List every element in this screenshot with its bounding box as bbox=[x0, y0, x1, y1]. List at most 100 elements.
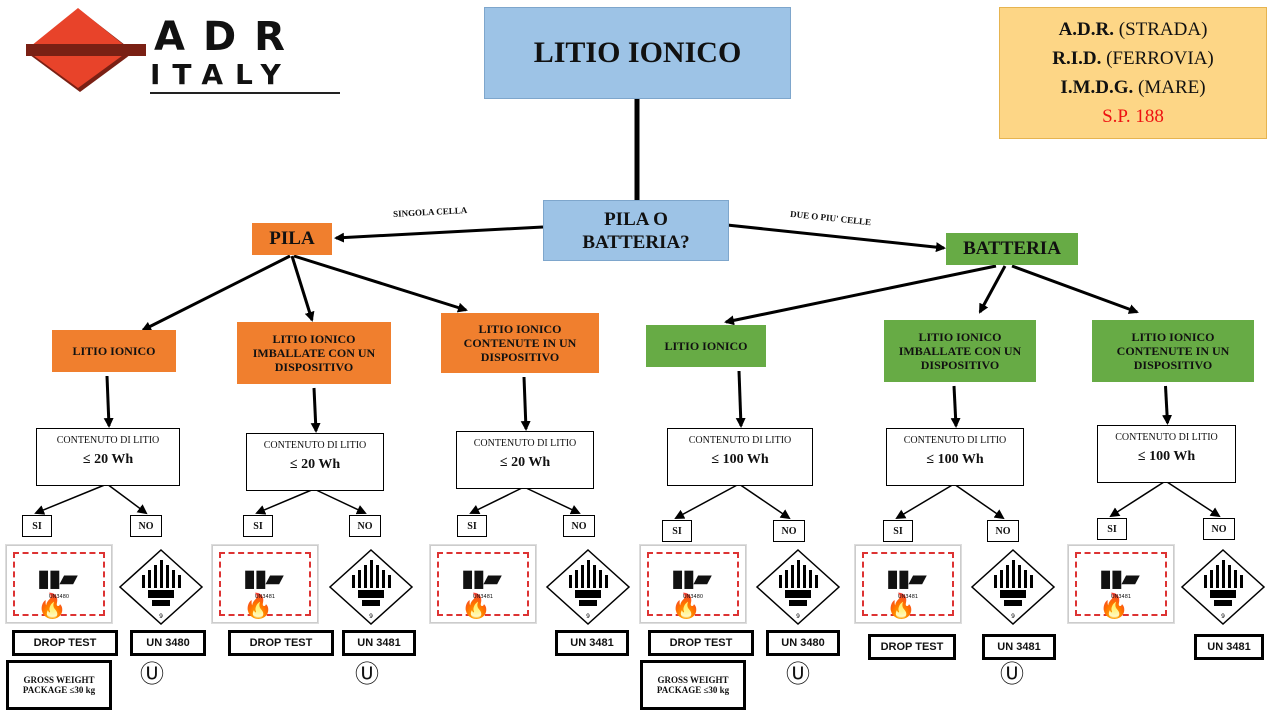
lithium-battery-mark-icon-6: ▮▮▰🔥UN3481 bbox=[1068, 545, 1174, 623]
wh-limit: ≤ 100 Wh bbox=[926, 452, 984, 467]
question-box: PILA O BATTERIA? bbox=[543, 200, 729, 261]
battery-fire-icon: ▮▮▰🔥 bbox=[461, 564, 502, 620]
cross-symbol-icon-4: Ⓤ bbox=[786, 660, 810, 688]
mark-border: ▮▮▰🔥UN3481 bbox=[862, 552, 954, 620]
svg-text:9: 9 bbox=[586, 613, 590, 620]
pila-arrow-2 bbox=[290, 255, 315, 322]
pila-box: PILA bbox=[252, 223, 332, 255]
to-si-arrow-1 bbox=[34, 483, 108, 515]
battery-fire-icon: ▮▮▰🔥 bbox=[671, 564, 712, 620]
lithium-battery-mark-icon-2: ▮▮▰🔥UN3481 bbox=[212, 545, 318, 623]
logo-underline bbox=[150, 92, 340, 94]
battery-fire-icon: ▮▮▰🔥 bbox=[886, 564, 927, 620]
page-title: LITIO IONICO bbox=[484, 7, 791, 99]
content-label: CONTENUTO DI LITIO bbox=[1115, 432, 1218, 443]
category-box-3: LITIO IONICO CONTENUTE IN UN DISPOSITIVO bbox=[441, 313, 599, 373]
lithium-content-box-5: CONTENUTO DI LITIO≤ 100 Wh bbox=[886, 428, 1024, 486]
yes-box-2: SI bbox=[243, 515, 273, 537]
wh-limit: ≤ 20 Wh bbox=[82, 452, 134, 467]
transport-modes-box: A.D.R. (STRADA) R.I.D. (FERROVIA) I.M.D.… bbox=[999, 7, 1267, 139]
cross-symbol-icon-1: Ⓤ bbox=[140, 660, 164, 688]
yes-box-1: SI bbox=[22, 515, 52, 537]
to-no-arrow-2 bbox=[313, 488, 367, 515]
mode-rail: R.I.D. (FERROVIA) bbox=[1052, 48, 1214, 69]
mark-border: ▮▮▰🔥UN3480 bbox=[647, 552, 739, 620]
to-si-arrow-6 bbox=[1109, 480, 1166, 518]
svg-text:9: 9 bbox=[1221, 613, 1225, 620]
question-to-batteria-arrow bbox=[726, 223, 946, 253]
lithium-content-box-4: CONTENUTO DI LITIO≤ 100 Wh bbox=[667, 428, 813, 486]
drop-test-tag-2: DROP TEST bbox=[228, 630, 334, 656]
content-label: CONTENUTO DI LITIO bbox=[56, 435, 160, 446]
category-box-1: LITIO IONICO bbox=[52, 330, 176, 372]
class-9-hazard-label-icon: 9 bbox=[970, 548, 1056, 626]
pila-arrow-3 bbox=[293, 254, 468, 313]
svg-text:9: 9 bbox=[796, 613, 800, 620]
no-box-2: NO bbox=[349, 515, 381, 537]
logo-sub-text: ITALY bbox=[150, 58, 293, 91]
adr-italy-logo: ADR ITALY bbox=[22, 8, 340, 94]
question-line-2: BATTERIA? bbox=[582, 231, 690, 253]
svg-text:9: 9 bbox=[369, 613, 373, 620]
mark-border: ▮▮▰🔥UN3480 bbox=[13, 552, 105, 620]
mark-un-code: UN3481 bbox=[897, 594, 919, 600]
yes-box-4: SI bbox=[662, 520, 692, 542]
mark-un-code: UN3481 bbox=[472, 594, 494, 600]
special-provision: S.P. 188 bbox=[1102, 106, 1164, 127]
to-no-arrow-1 bbox=[106, 483, 148, 515]
lithium-battery-mark-icon-3: ▮▮▰🔥UN3481 bbox=[430, 545, 536, 623]
mark-border: ▮▮▰🔥UN3481 bbox=[437, 552, 529, 620]
lithium-battery-mark-icon-4: ▮▮▰🔥UN3480 bbox=[640, 545, 746, 623]
lithium-battery-mark-icon-1: ▮▮▰🔥UN3480 bbox=[6, 545, 112, 623]
drop-test-tag-5: DROP TEST bbox=[868, 634, 956, 660]
svg-text:9: 9 bbox=[159, 613, 163, 620]
no-box-3: NO bbox=[563, 515, 595, 537]
lithium-battery-mark-icon-5: ▮▮▰🔥UN3481 bbox=[855, 545, 961, 623]
mark-un-code: UN3481 bbox=[1110, 594, 1132, 600]
to-si-arrow-2 bbox=[255, 488, 315, 515]
class-9-hazard-label-icon: 9 bbox=[545, 548, 631, 626]
lithium-content-box-3: CONTENUTO DI LITIO ≤ 20 Wh bbox=[456, 431, 594, 489]
mode-sea: I.M.D.G. (MARE) bbox=[1060, 77, 1206, 98]
question-to-pila-arrow bbox=[334, 225, 544, 243]
logo-main-text: ADR bbox=[154, 14, 303, 60]
class-9-hazard-label-icon: 9 bbox=[1180, 548, 1266, 626]
drop-test-tag-1: DROP TEST bbox=[12, 630, 118, 656]
yes-box-6: SI bbox=[1097, 518, 1127, 540]
content-label: CONTENUTO DI LITIO bbox=[473, 438, 577, 449]
un-number-tag-6: UN 3481 bbox=[1194, 634, 1264, 660]
gross-weight-tag-1: GROSS WEIGHT PACKAGE ≤30 kg bbox=[6, 660, 112, 710]
category-to-content-arrow-6 bbox=[1162, 385, 1173, 425]
mark-border: ▮▮▰🔥UN3481 bbox=[219, 552, 311, 620]
battery-fire-icon: ▮▮▰🔥 bbox=[37, 564, 78, 620]
category-to-content-arrow-5 bbox=[950, 385, 961, 428]
gross-weight-tag-4: GROSS WEIGHT PACKAGE ≤30 kg bbox=[640, 660, 746, 710]
content-label: CONTENUTO DI LITIO bbox=[688, 435, 792, 446]
category-to-content-arrow-1 bbox=[103, 375, 114, 428]
mark-un-code: UN3481 bbox=[254, 594, 276, 600]
mode-road: A.D.R. (STRADA) bbox=[1058, 19, 1208, 40]
logo-diamond-icon bbox=[26, 8, 146, 92]
no-box-4: NO bbox=[773, 520, 805, 542]
to-si-arrow-4 bbox=[674, 483, 740, 519]
lithium-content-box-2: CONTENUTO DI LITIO≤ 20 Wh bbox=[246, 433, 384, 491]
wh-limit: ≤ 20 Wh bbox=[499, 455, 551, 470]
category-box-4: LITIO IONICO bbox=[646, 325, 766, 367]
batteria-arrow-3 bbox=[1011, 264, 1139, 314]
category-box-6: LITIO IONICO CONTENUTE IN UN DISPOSITIVO bbox=[1092, 320, 1254, 382]
to-si-arrow-5 bbox=[895, 483, 955, 520]
class-9-hazard-label-icon: 9 bbox=[755, 548, 841, 626]
mark-un-code: UN3480 bbox=[682, 594, 704, 600]
battery-fire-icon: ▮▮▰🔥 bbox=[1099, 564, 1140, 620]
batteria-arrow-2 bbox=[978, 265, 1007, 314]
question-line-1: PILA O bbox=[604, 208, 668, 230]
cross-symbol-icon-5: Ⓤ bbox=[1000, 660, 1024, 688]
un-number-tag-4: UN 3480 bbox=[766, 630, 840, 656]
class-9-hazard-label-icon: 9 bbox=[118, 548, 204, 626]
category-box-2: LITIO IONICO IMBALLATE CON UN DISPOSITIV… bbox=[237, 322, 391, 384]
batteria-box: BATTERIA bbox=[946, 233, 1078, 265]
yes-box-3: SI bbox=[457, 515, 487, 537]
wh-limit: ≤ 100 Wh bbox=[1137, 449, 1196, 464]
battery-fire-icon: ▮▮▰🔥 bbox=[243, 564, 284, 620]
